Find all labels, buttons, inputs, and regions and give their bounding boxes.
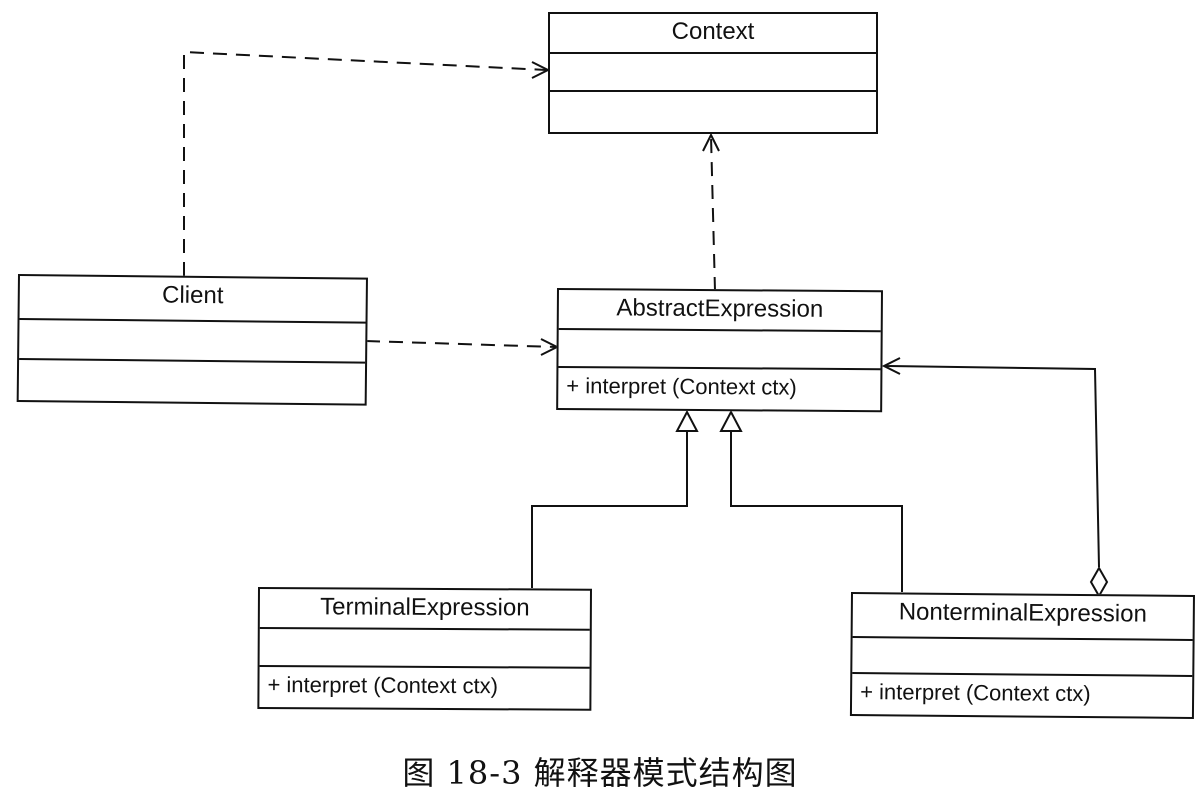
terminal-generalization-triangle xyxy=(675,409,699,432)
class-abstract-expression-operations: + interpret (Context ctx) xyxy=(566,373,797,400)
class-nonterminal-expression-operations: + interpret (Context ctx) xyxy=(860,679,1091,707)
class-context-operations xyxy=(550,92,876,132)
class-abstract-expression-name: AbstractExpression xyxy=(558,290,881,333)
terminal-generalization-line xyxy=(531,431,688,588)
class-nonterminal-expression: NonterminalExpression + interpret (Conte… xyxy=(849,592,1195,719)
class-context: Context xyxy=(548,12,878,134)
abstractexpression-context-dependency xyxy=(710,135,716,292)
class-client-attributes xyxy=(19,320,366,364)
class-abstract-expression-attributes xyxy=(558,330,881,371)
aggregation-line xyxy=(884,365,1100,568)
class-terminal-expression-operations: + interpret (Context ctx) xyxy=(267,672,499,699)
class-nonterminal-expression-attributes xyxy=(852,638,1193,677)
client-abstractexpression-dependency xyxy=(365,340,557,348)
figure-caption: 图 18-3 解释器模式结构图 xyxy=(402,754,798,792)
nonterminal-generalization-line xyxy=(730,431,903,592)
class-client-operations xyxy=(19,360,365,404)
class-context-attributes xyxy=(550,54,876,92)
class-client-name: Client xyxy=(19,276,366,324)
class-context-name: Context xyxy=(550,14,876,54)
class-client: Client xyxy=(16,274,368,406)
class-nonterminal-expression-name: NonterminalExpression xyxy=(852,594,1193,641)
aggregation-diamond xyxy=(1089,565,1109,599)
abstractexpression-context-arrowhead xyxy=(702,132,720,152)
class-terminal-expression: TerminalExpression + interpret (Context … xyxy=(257,587,592,711)
client-context-dependency xyxy=(183,50,547,276)
class-terminal-expression-attributes xyxy=(259,629,590,669)
nonterminal-generalization-triangle xyxy=(719,409,743,432)
class-abstract-expression: AbstractExpression + interpret (Context … xyxy=(556,288,883,413)
aggregation-arrowhead xyxy=(881,357,901,375)
class-terminal-expression-name: TerminalExpression xyxy=(259,589,590,631)
